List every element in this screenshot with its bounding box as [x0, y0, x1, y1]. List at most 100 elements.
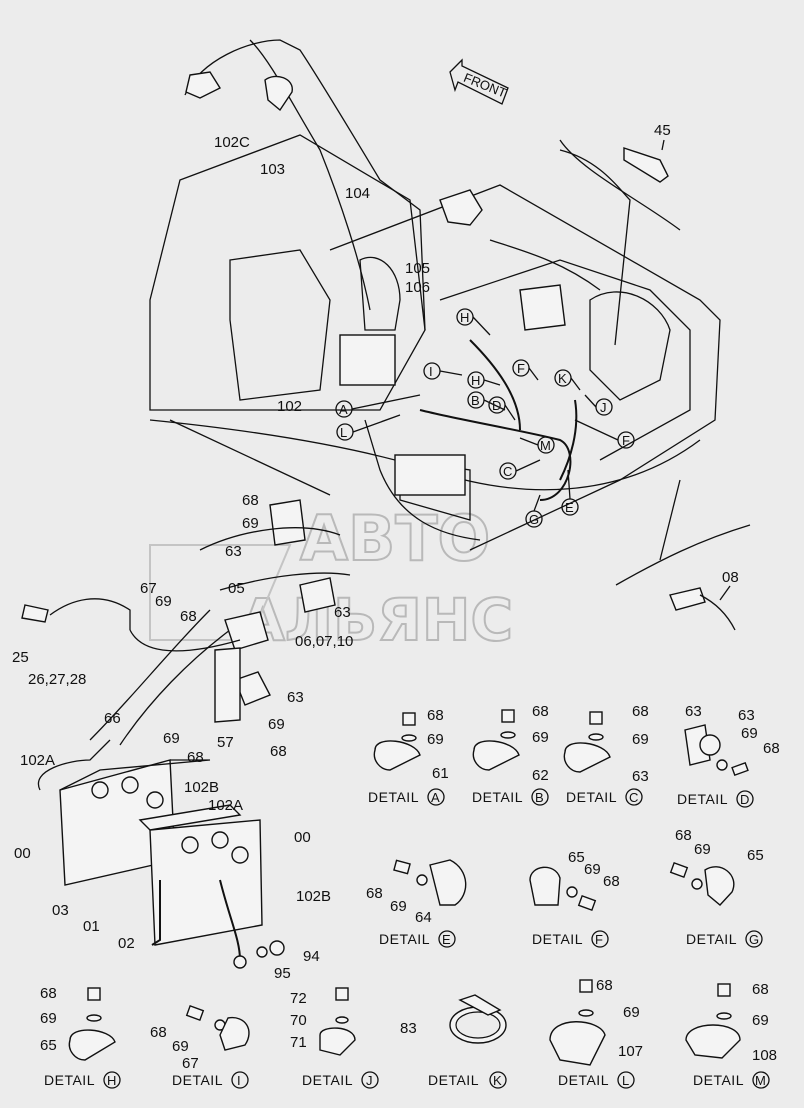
callout-C: C	[499, 462, 517, 480]
detail-I: 68 69 67 DETAIL I	[150, 1005, 250, 1089]
svg-text:DETAIL: DETAIL	[368, 789, 419, 805]
svg-text:69: 69	[623, 1004, 640, 1021]
svg-text:J: J	[366, 1073, 373, 1088]
label-102C: 102C	[214, 134, 250, 151]
svg-text:DETAIL: DETAIL	[693, 1072, 744, 1088]
svg-text:66: 66	[104, 710, 121, 727]
battery-clamp	[138, 804, 242, 831]
svg-text:АЛЬЯНС: АЛЬЯНС	[240, 586, 513, 654]
svg-text:62: 62	[532, 767, 549, 784]
svg-text:G: G	[529, 512, 539, 527]
svg-text:68: 68	[40, 985, 57, 1002]
svg-text:68: 68	[603, 873, 620, 890]
detail-L: 68 69 107 DETAIL L	[549, 977, 643, 1089]
detail-F: 65 69 68 DETAIL F	[529, 849, 620, 948]
svg-text:L: L	[622, 1073, 629, 1088]
mirror-mount	[264, 75, 293, 112]
svg-text:25: 25	[12, 649, 29, 666]
svg-text:63: 63	[287, 689, 304, 706]
svg-text:69: 69	[632, 731, 649, 748]
svg-text:107: 107	[618, 1043, 643, 1060]
svg-text:DETAIL: DETAIL	[566, 789, 617, 805]
svg-text:72: 72	[290, 990, 307, 1007]
svg-text:94: 94	[303, 948, 320, 965]
callout-B: B	[467, 391, 485, 409]
svg-text:68: 68	[596, 977, 613, 994]
svg-text:I: I	[429, 364, 433, 379]
svg-text:H: H	[460, 310, 469, 325]
detail-A: 68 69 61 DETAIL A	[368, 707, 449, 806]
svg-text:63: 63	[632, 768, 649, 785]
label-106: 106	[405, 279, 430, 296]
callout-F: F	[512, 359, 530, 377]
svg-text:69: 69	[390, 898, 407, 915]
callout-E: E	[561, 498, 579, 516]
svg-text:69: 69	[40, 1010, 57, 1027]
machine-outline	[149, 39, 721, 551]
svg-text:67: 67	[182, 1055, 199, 1072]
light-bulb-top	[185, 71, 222, 99]
callout-G: G	[525, 510, 543, 528]
label-104: 104	[345, 185, 370, 202]
grommet-63-top	[269, 499, 306, 546]
detail-H: 68 69 65 DETAIL H	[40, 985, 121, 1089]
part-25-connector	[21, 604, 49, 623]
relay-block	[394, 454, 466, 496]
svg-text:DETAIL: DETAIL	[686, 931, 737, 947]
svg-text:61: 61	[432, 765, 449, 782]
svg-text:C: C	[629, 790, 638, 805]
reservoir	[519, 284, 566, 331]
svg-text:DETAIL: DETAIL	[558, 1072, 609, 1088]
svg-text:69: 69	[268, 716, 285, 733]
callout-K: K	[554, 369, 572, 387]
detail-G: 68 69 65 DETAIL G	[669, 827, 764, 948]
svg-text:69: 69	[532, 729, 549, 746]
watermark: АВТО АЛЬЯНС	[149, 501, 514, 655]
detail-callouts: A L H I H B D F K J F M C E G	[335, 308, 635, 528]
svg-text:68: 68	[427, 707, 444, 724]
svg-text:A: A	[431, 790, 440, 805]
svg-text:102B: 102B	[184, 779, 219, 796]
svg-text:M: M	[755, 1073, 766, 1088]
callout-F2: F	[617, 431, 635, 449]
svg-text:05: 05	[228, 580, 245, 597]
svg-text:03: 03	[52, 902, 69, 919]
svg-text:65: 65	[40, 1037, 57, 1054]
svg-text:DETAIL: DETAIL	[472, 789, 523, 805]
svg-text:H: H	[107, 1073, 116, 1088]
svg-text:DETAIL: DETAIL	[172, 1072, 223, 1088]
svg-text:68: 68	[532, 703, 549, 720]
svg-text:102A: 102A	[20, 752, 55, 769]
svg-text:E: E	[442, 932, 451, 947]
callout-H: H	[456, 308, 474, 326]
svg-text:00: 00	[14, 845, 31, 862]
svg-text:00: 00	[294, 829, 311, 846]
svg-text:DETAIL: DETAIL	[532, 931, 583, 947]
part-08-connector	[669, 587, 706, 611]
svg-text:68: 68	[632, 703, 649, 720]
svg-text:H: H	[471, 373, 480, 388]
battery-right	[149, 819, 263, 946]
callout-A: A	[335, 400, 353, 418]
svg-text:DETAIL: DETAIL	[379, 931, 430, 947]
svg-text:02: 02	[118, 935, 135, 952]
svg-text:69: 69	[163, 730, 180, 747]
detail-K: 83 DETAIL K	[400, 994, 507, 1089]
svg-text:63: 63	[334, 604, 351, 621]
svg-text:69: 69	[155, 593, 172, 610]
svg-text:K: K	[493, 1073, 502, 1088]
relay-05	[224, 611, 269, 651]
svg-text:C: C	[503, 464, 512, 479]
callout-H2: H	[467, 371, 485, 389]
svg-text:65: 65	[747, 847, 764, 864]
svg-text:A: A	[339, 402, 348, 417]
svg-text:DETAIL: DETAIL	[302, 1072, 353, 1088]
label-08: 08	[722, 569, 739, 586]
svg-text:68: 68	[675, 827, 692, 844]
svg-text:K: K	[558, 371, 567, 386]
clamp-63-low	[234, 671, 271, 706]
svg-text:68: 68	[242, 492, 259, 509]
svg-text:АВТО: АВТО	[300, 502, 490, 575]
svg-text:67: 67	[140, 580, 157, 597]
